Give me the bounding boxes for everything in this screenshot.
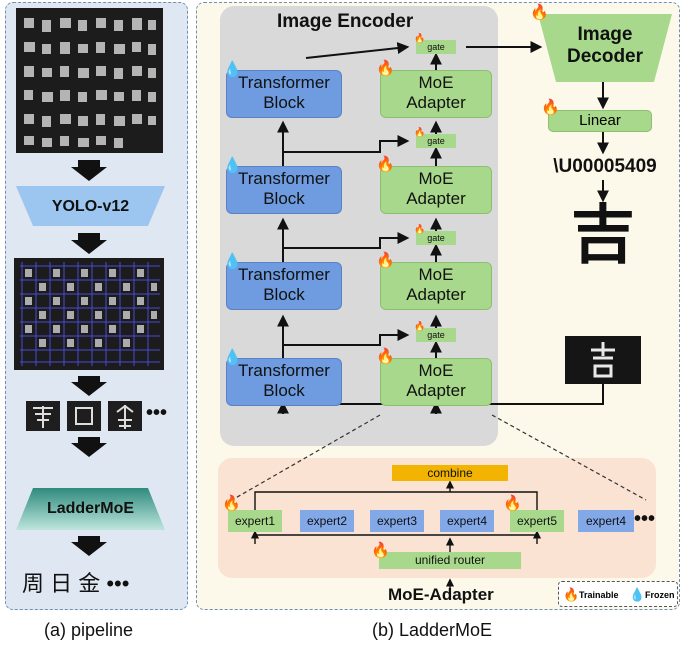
linear-layer: Linear [548,110,652,132]
water-drop-icon: 💧 [629,587,646,602]
moe-adapter-4: MoE Adapter [380,70,492,118]
moe-adapter-label-line1: MoE [418,169,454,188]
image-decoder-title-line2: Decoder [566,46,644,67]
moe-adapter-label-line1: MoE [418,361,454,380]
crops-ellipsis: ••• [146,402,168,424]
laddermoe-label: LadderMoE [46,500,135,517]
moe-adapter-2: MoE Adapter [380,262,492,310]
flame-icon: 🔥 [371,542,390,559]
image-decoder-title: Image Decoder [538,24,672,68]
flame-icon: 🔥 [376,60,395,77]
transformer-block-label-line2: Block [263,381,305,400]
moe-adapter-label-line2: Adapter [406,285,466,304]
expert-3: expert3 [370,510,424,532]
unicode-output: \U00005409 [553,156,657,177]
transformer-block-3: Transformer Block [226,166,342,214]
moe-adapter-label-line2: Adapter [406,93,466,112]
gate-1: gate [416,328,456,342]
legend-trainable-label: Trainable [579,590,619,600]
gate-4: gate [416,40,456,54]
transformer-block-label-line2: Block [263,285,305,304]
flame-icon: 🔥 [541,99,560,116]
water-drop-icon: 💧 [223,349,242,366]
expert-1: expert1 [228,510,282,532]
yolo-label: YOLO-v12 [51,198,130,215]
gate-2: gate [416,231,456,245]
flame-icon: 🔥 [503,495,522,512]
water-drop-icon: 💧 [223,157,242,174]
detected-rubbing-image [14,258,164,370]
expert-2: expert2 [300,510,354,532]
rubbing-image [16,8,163,153]
transformer-block-label-line1: Transformer [238,169,330,188]
transformer-block-label-line1: Transformer [238,265,330,284]
moe-adapter-label-line2: Adapter [406,381,466,400]
flame-icon: 🔥 [414,321,426,331]
water-drop-icon: 💧 [223,61,242,78]
laddermoe-shape [16,488,165,530]
transformer-block-label-line1: Transformer [238,73,330,92]
water-drop-icon: 💧 [223,253,242,270]
moe-adapter-3: MoE Adapter [380,166,492,214]
flame-icon: 🔥 [414,33,426,43]
flame-icon: 🔥 [530,4,549,21]
flame-icon: 🔥 [376,156,395,173]
expert-5: expert5 [510,510,564,532]
moe-adapter-title: MoE-Adapter [388,585,494,604]
moe-adapter-1: MoE Adapter [380,358,492,406]
image-encoder-title: Image Encoder [277,11,414,32]
transformer-block-label-line1: Transformer [238,361,330,380]
image-decoder-shape [538,14,672,82]
experts-ellipsis: ••• [634,508,656,530]
flame-icon: 🔥 [376,348,395,365]
combine-block: combine [392,465,508,481]
caption-pipeline: (a) pipeline [44,620,134,640]
moe-adapter-label-line1: MoE [418,265,454,284]
input-character-image [565,336,641,384]
transformer-block-4: Transformer Block [226,70,342,118]
flame-icon: 🔥 [414,224,426,234]
transformer-block-1: Transformer Block [226,358,342,406]
image-decoder-title-line1: Image [577,24,633,45]
legend: 🔥 Trainable 💧 Frozen [558,581,678,607]
flame-icon: 🔥 [222,495,241,512]
expert-6: expert4 [578,510,634,532]
character-crops [26,401,142,431]
flame-icon: 🔥 [414,127,426,137]
legend-frozen-label: Frozen [645,590,675,600]
caption-laddermoe: (b) LadderMoE [372,620,493,640]
pipeline-graphics [14,8,165,556]
moe-adapter-label-line2: Adapter [406,189,466,208]
unified-router: unified router [379,552,521,569]
gate-3: gate [416,134,456,148]
transformer-block-label-line2: Block [263,189,305,208]
expert-4: expert4 [440,510,494,532]
moe-adapter-label-line1: MoE [418,73,454,92]
flame-icon: 🔥 [563,587,580,602]
transformer-block-2: Transformer Block [226,262,342,310]
flame-icon: 🔥 [376,252,395,269]
output-characters: 周 日 金 ••• [22,571,130,596]
yolo-shape [16,186,165,226]
predicted-character: 吉 [571,199,635,271]
transformer-block-label-line2: Block [263,93,305,112]
